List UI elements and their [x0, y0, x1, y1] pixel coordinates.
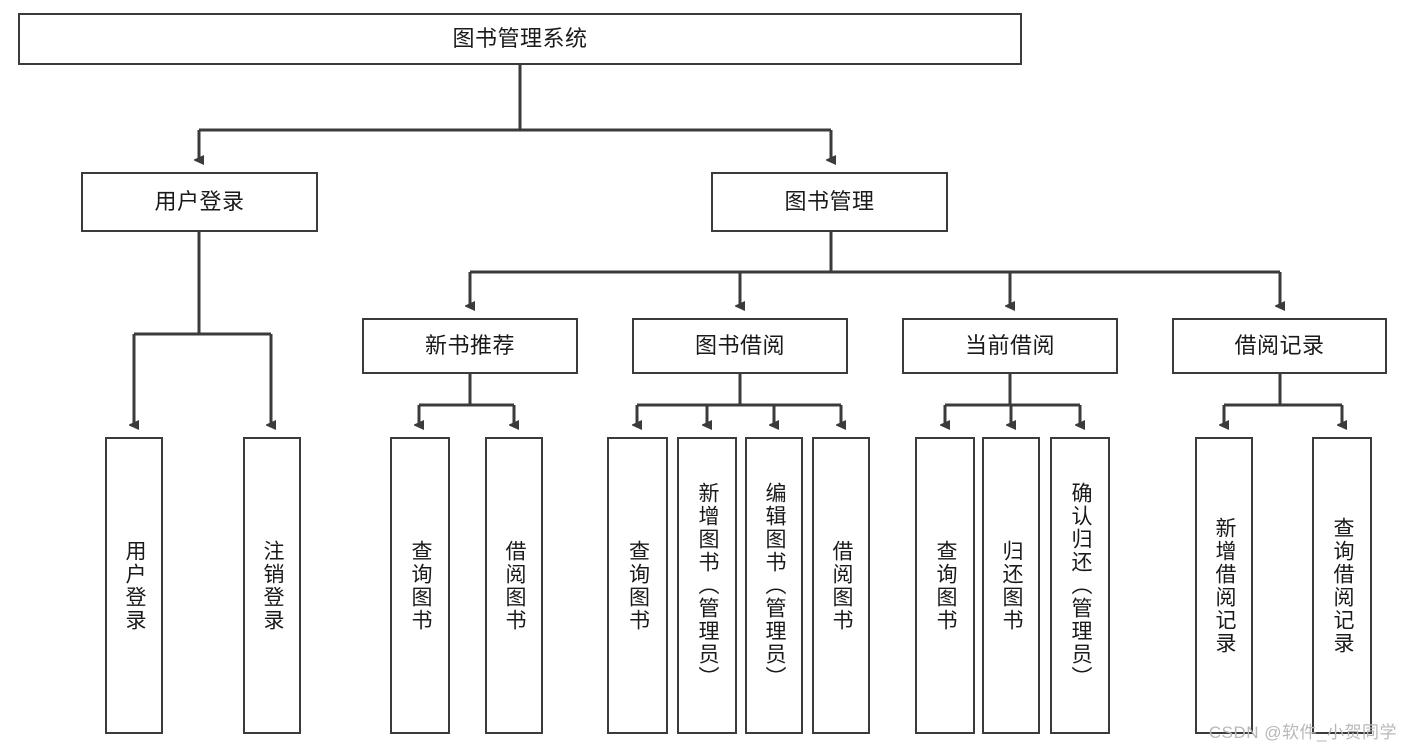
node-leaf-1: 用户登录 — [105, 437, 163, 734]
node-leaf-8: 借阅图书 — [812, 437, 870, 734]
node-label: 新增图书（管理员） — [696, 482, 720, 689]
node-leaf-10: 归还图书 — [982, 437, 1040, 734]
node-leaf-9: 查询图书 — [915, 437, 975, 734]
node-label: 查询图书 — [626, 539, 650, 632]
node-borrow: 图书借阅 — [632, 318, 848, 374]
node-label: 图书管理系统 — [452, 25, 588, 51]
node-leaf-13: 查询借阅记录 — [1312, 437, 1372, 734]
node-label: 确认归还（管理员） — [1069, 482, 1093, 689]
node-current: 当前借阅 — [902, 318, 1118, 374]
node-label: 借阅图书 — [830, 539, 854, 632]
node-label: 借阅记录 — [1234, 332, 1325, 358]
node-label: 图书管理 — [784, 188, 875, 214]
node-leaf-7: 编辑图书（管理员） — [745, 437, 803, 734]
node-leaf-5: 查询图书 — [607, 437, 668, 734]
node-root: 图书管理系统 — [18, 13, 1022, 65]
node-bookmgmt: 图书管理 — [711, 172, 948, 232]
node-label: 借阅图书 — [503, 539, 527, 632]
node-label: 归还图书 — [1000, 539, 1024, 632]
node-label: 新增借阅记录 — [1213, 516, 1237, 655]
node-label: 新书推荐 — [424, 332, 515, 358]
node-leaf-2: 注销登录 — [243, 437, 301, 734]
node-label: 编辑图书（管理员） — [763, 482, 787, 689]
node-newrec: 新书推荐 — [362, 318, 578, 374]
node-leaf-12: 新增借阅记录 — [1195, 437, 1253, 734]
node-leaf-3: 查询图书 — [390, 437, 450, 734]
node-login: 用户登录 — [81, 172, 318, 232]
node-label: 图书借阅 — [694, 332, 785, 358]
node-leaf-4: 借阅图书 — [485, 437, 543, 734]
node-label: 查询借阅记录 — [1331, 516, 1355, 655]
node-label: 查询图书 — [409, 539, 433, 632]
node-label: 用户登录 — [154, 188, 245, 214]
node-leaf-11: 确认归还（管理员） — [1050, 437, 1110, 734]
node-label: 查询图书 — [934, 539, 958, 632]
node-leaf-6: 新增图书（管理员） — [677, 437, 737, 734]
node-label: 当前借阅 — [964, 332, 1055, 358]
node-label: 用户登录 — [123, 539, 147, 632]
node-records: 借阅记录 — [1172, 318, 1387, 374]
node-label: 注销登录 — [261, 539, 285, 632]
